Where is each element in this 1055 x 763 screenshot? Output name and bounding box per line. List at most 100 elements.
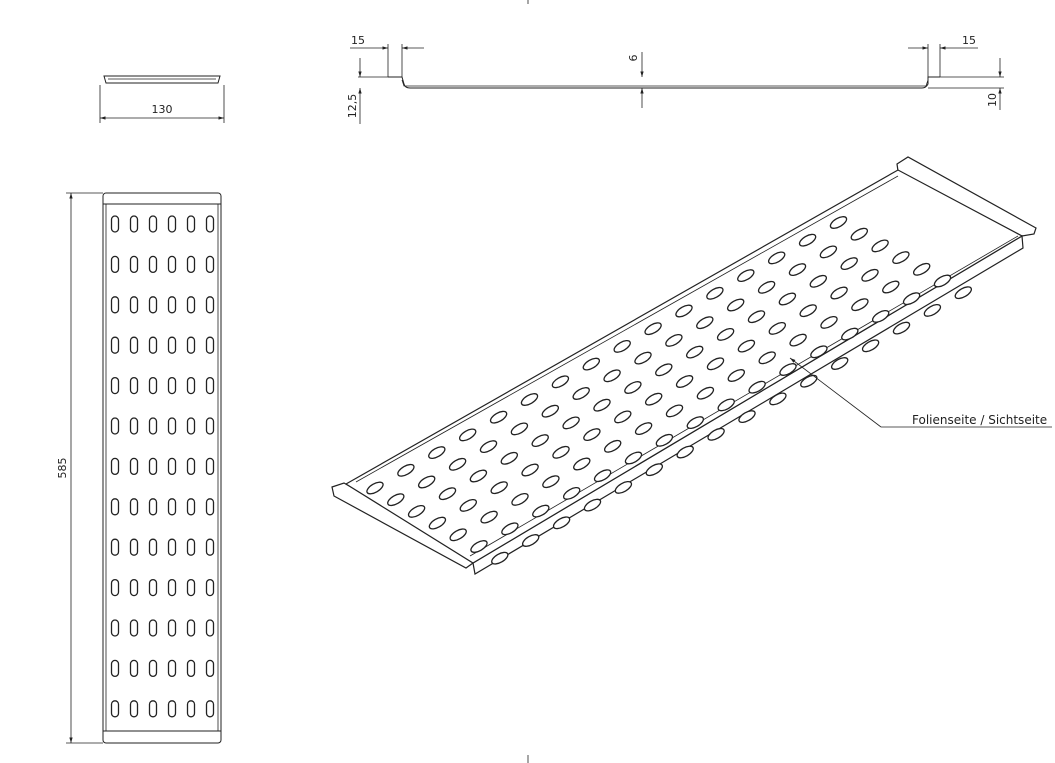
iso-hole <box>624 381 642 394</box>
iso-hole <box>583 428 601 442</box>
top-view-hole-grid <box>110 215 215 718</box>
iso-hole <box>830 286 848 300</box>
end-view: 130 <box>99 75 225 123</box>
iso-hole <box>428 446 446 460</box>
iso-hole <box>707 427 725 441</box>
iso-top-face <box>344 169 1024 564</box>
top-view-hole <box>148 538 158 556</box>
iso-hole <box>407 504 426 518</box>
iso-hole <box>830 357 849 370</box>
iso-hole <box>397 463 415 477</box>
side-view: 15 15 6 12,5 10 <box>346 34 1004 124</box>
iso-hole <box>767 251 786 265</box>
iso-hole <box>769 392 787 406</box>
iso-hole <box>954 286 973 300</box>
iso-hole <box>541 404 560 418</box>
iso-hole <box>675 304 693 318</box>
dim-depth-label: 6 <box>627 55 640 62</box>
iso-hole <box>603 369 621 383</box>
iso-hole <box>726 298 745 312</box>
iso-hole <box>882 280 900 294</box>
iso-hole <box>490 481 508 495</box>
iso-hole <box>593 398 611 412</box>
iso-hole <box>809 274 828 288</box>
iso-hole <box>521 463 539 477</box>
iso-hole <box>448 457 467 471</box>
top-view-hole <box>167 538 177 556</box>
top-view-hole <box>167 578 177 597</box>
iso-hole <box>613 339 631 353</box>
top-view-hole <box>186 215 196 233</box>
iso-hole <box>551 375 570 389</box>
top-view-hole <box>186 578 196 597</box>
iso-hole <box>912 262 931 276</box>
iso-hole <box>727 369 746 382</box>
top-view-hole <box>129 659 139 678</box>
iso-hole <box>501 522 519 536</box>
top-view-hole <box>129 215 139 233</box>
top-view-hole <box>110 538 120 556</box>
top-view-hole <box>205 296 215 314</box>
iso-hole <box>758 351 776 365</box>
top-view-hole <box>129 700 139 718</box>
iso-hole <box>923 303 942 317</box>
iso-hole-grid <box>366 216 973 565</box>
iso-hole <box>459 498 478 512</box>
top-view-hole <box>148 619 158 637</box>
top-view-hole <box>110 578 120 597</box>
iso-hole <box>603 439 622 453</box>
top-view-hole <box>148 215 158 233</box>
top-view-hole <box>205 498 215 516</box>
top-view-hole <box>186 376 196 395</box>
top-view-hole <box>205 457 215 476</box>
dim-lip-left-label: 15 <box>351 34 365 47</box>
top-view-hole <box>129 498 139 516</box>
iso-hole <box>572 387 590 400</box>
iso-hole <box>757 280 776 294</box>
dim-width-label: 130 <box>152 103 173 116</box>
iso-hole <box>458 428 477 442</box>
top-view-hole <box>110 457 120 476</box>
iso-hole <box>470 540 488 553</box>
top-view-hole <box>186 255 196 274</box>
top-view-hole <box>110 659 120 678</box>
iso-hole <box>686 416 705 430</box>
top-view-hole <box>129 255 139 274</box>
top-view: 585 <box>56 192 222 744</box>
top-view-hole <box>167 255 177 274</box>
iso-hole <box>520 393 539 406</box>
iso-hole <box>582 357 601 371</box>
top-view-hole <box>148 336 158 354</box>
iso-hole <box>779 363 797 376</box>
iso-hole <box>675 375 694 388</box>
iso-hole <box>789 333 807 347</box>
top-view-hole <box>186 700 196 718</box>
iso-hole <box>665 404 684 418</box>
top-view-hole <box>167 215 177 233</box>
iso-hole <box>851 298 869 312</box>
iso-hole <box>562 486 581 500</box>
iso-hole <box>716 327 735 341</box>
iso-hole <box>489 410 508 424</box>
dim-lip-right-label: 15 <box>962 34 976 47</box>
top-view-hole <box>148 376 158 395</box>
iso-hole <box>644 322 662 336</box>
iso-hole <box>387 493 405 507</box>
callout-label: Folienseite / Sichtseite <box>912 413 1047 427</box>
iso-hole <box>624 451 643 465</box>
iso-hole <box>717 398 735 412</box>
iso-hole <box>861 339 880 353</box>
iso-hole <box>788 263 807 277</box>
iso-hole <box>511 492 529 506</box>
top-view-hole <box>110 700 120 718</box>
top-view-hole <box>129 457 139 476</box>
dim-length-label: 585 <box>56 458 69 479</box>
top-view-hole <box>148 255 158 274</box>
iso-hole <box>696 316 714 330</box>
iso-hole <box>841 327 859 341</box>
iso-hole <box>902 292 921 306</box>
iso-hole <box>737 269 755 283</box>
top-view-hole <box>129 417 139 435</box>
top-view-hole <box>129 296 139 314</box>
